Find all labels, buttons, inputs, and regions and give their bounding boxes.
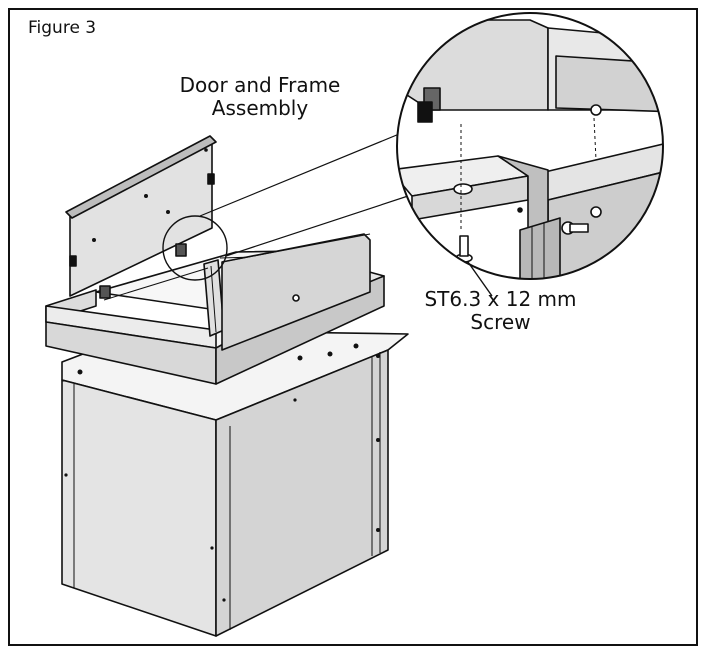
door-frame-callout-line2: Assembly — [211, 96, 309, 120]
figure-label: Figure 3 — [28, 18, 97, 38]
door-frame-callout-line1: Door and Frame — [179, 73, 341, 97]
magnified-detail — [396, 12, 664, 280]
screw-callout: ST6.3 x 12 mm Screw — [398, 288, 603, 334]
door-panel — [65, 135, 371, 351]
screw-callout-line2: Screw — [470, 310, 531, 334]
magnify-leader-top — [199, 131, 405, 217]
magnify-leader-bottom — [225, 195, 409, 257]
door-screw-holes — [92, 148, 208, 242]
screw-leader-line — [467, 261, 493, 297]
screw-callout-line1: ST6.3 x 12 mm — [424, 287, 577, 311]
detail-circle — [162, 215, 228, 281]
door-frame-callout: Door and Frame Assembly — [160, 74, 360, 120]
